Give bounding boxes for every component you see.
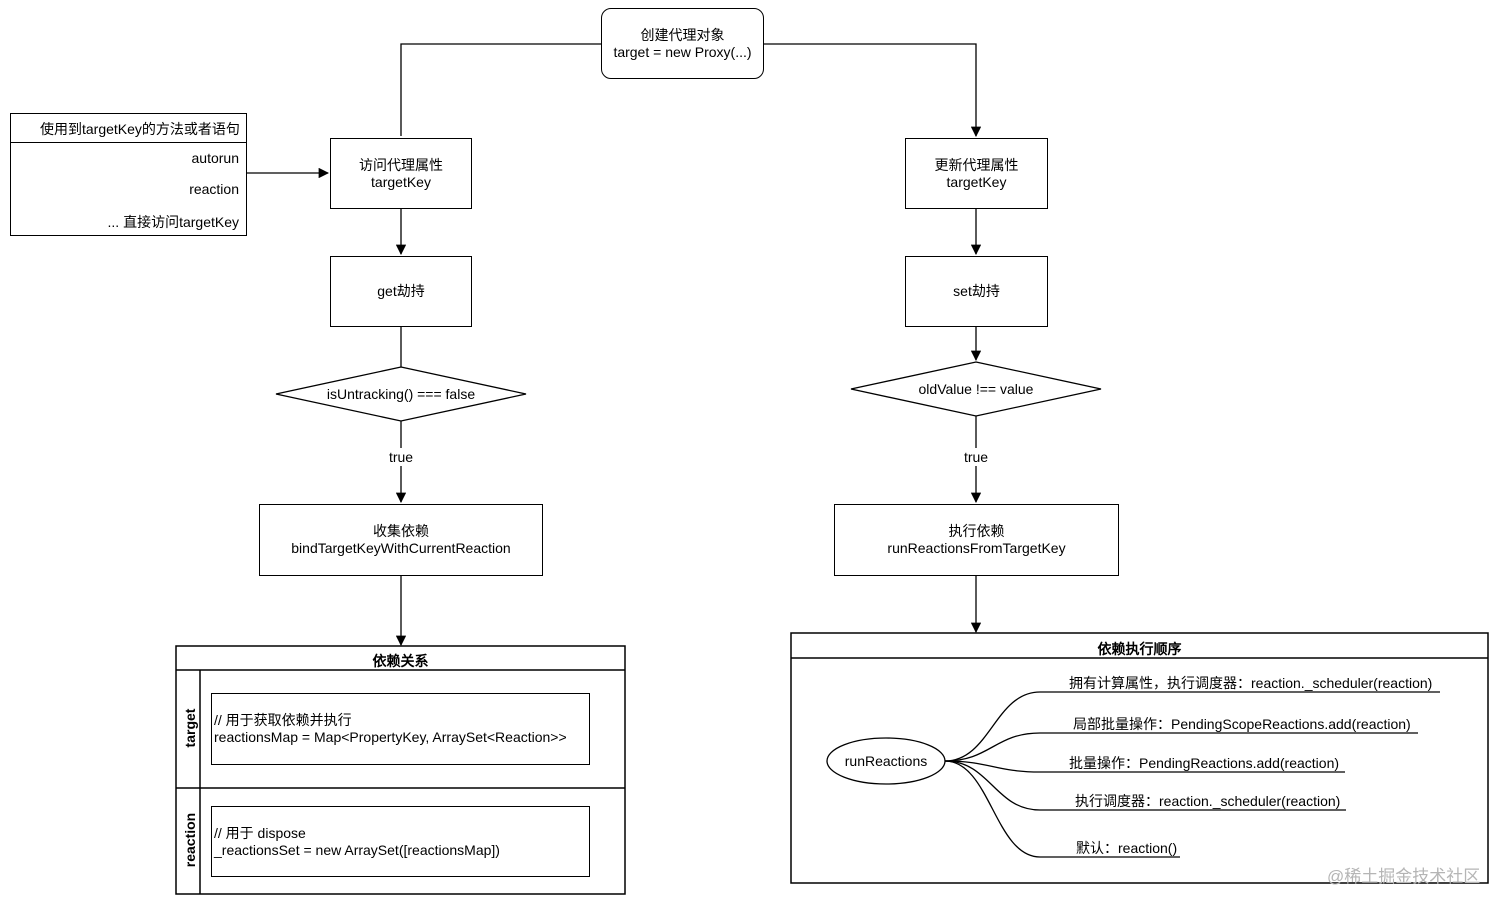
watermark-text: @稀土掘金技术社区 — [1327, 867, 1481, 886]
create-proxy-node: 创建代理对象 target = new Proxy(...) — [601, 8, 764, 79]
update-property-title: 更新代理属性 — [934, 156, 1019, 173]
lane-reaction-box: // 用于 dispose _reactionsSet = new ArrayS… — [211, 806, 590, 877]
lane-label-reaction: reaction — [182, 812, 198, 868]
access-property-node: 访问代理属性 targetKey — [330, 138, 472, 209]
usage-sidebar-divider — [10, 142, 247, 143]
branch-curve-3 — [944, 760, 1345, 773]
set-hijack-label: set劫持 — [953, 283, 1000, 299]
edge-label-true-left: true — [376, 449, 426, 466]
dependency-frame — [175, 645, 626, 895]
lane-reaction-comment: // 用于 dispose — [214, 824, 306, 841]
edge-top-to-access — [400, 43, 601, 136]
lane-target-code: reactionsMap = Map<PropertyKey, ArraySet… — [214, 729, 567, 745]
run-dependency-fn: runReactionsFromTargetKey — [887, 540, 1066, 556]
order-branch-computed: 拥有计算属性，执行调度器：reaction._scheduler(reactio… — [1069, 675, 1433, 691]
usage-sidebar — [10, 113, 247, 236]
condition-left-label: isUntracking() === false — [326, 386, 476, 402]
order-frame — [790, 632, 1489, 884]
set-hijack-node: set劫持 — [905, 256, 1048, 327]
run-dependency-node: 执行依赖 runReactionsFromTargetKey — [834, 504, 1119, 576]
order-branch-default: 默认：reaction() — [1076, 840, 1178, 856]
create-proxy-code: target = new Proxy(...) — [613, 43, 752, 60]
branch-curve-1 — [944, 691, 1440, 762]
usage-sidebar-title: 使用到targetKey的方法或者语句 — [40, 121, 240, 137]
sidebar-item-autorun: autorun — [191, 150, 239, 166]
sidebar-item-reaction: reaction — [189, 181, 239, 197]
collect-dependency-node: 收集依赖 bindTargetKeyWithCurrentReaction — [259, 504, 543, 576]
sidebar-item-direct-access: ... 直接访问targetKey — [107, 214, 239, 230]
get-hijack-node: get劫持 — [330, 256, 472, 327]
order-branch-scope-batch: 局部批量操作：PendingScopeReactions.add(reactio… — [1073, 716, 1411, 732]
branch-curve-4 — [944, 760, 1346, 811]
dependency-title: 依赖关系 — [372, 653, 429, 669]
condition-right-label: oldValue !== value — [918, 381, 1034, 397]
order-branch-scheduler: 执行调度器：reaction._scheduler(reaction) — [1075, 793, 1341, 809]
branch-curve-5 — [944, 760, 1180, 858]
lane-reaction-code: _reactionsSet = new ArraySet([reactionsM… — [214, 841, 500, 858]
order-title: 依赖执行顺序 — [1097, 641, 1182, 657]
collect-dependency-fn: bindTargetKeyWithCurrentReaction — [291, 540, 511, 556]
branch-curve-2 — [944, 732, 1418, 762]
access-property-key: targetKey — [371, 173, 431, 190]
get-hijack-label: get劫持 — [377, 283, 425, 299]
edge-top-to-update — [764, 43, 982, 138]
access-property-title: 访问代理属性 — [359, 156, 443, 173]
collect-dependency-title: 收集依赖 — [373, 523, 429, 539]
lane-target-comment: // 用于获取依赖并执行 — [214, 712, 352, 728]
update-property-node: 更新代理属性 targetKey — [905, 138, 1048, 209]
create-proxy-title: 创建代理对象 — [640, 26, 725, 43]
update-property-key: targetKey — [946, 173, 1007, 190]
edge-label-true-right: true — [951, 449, 1001, 466]
lane-target-box: // 用于获取依赖并执行 reactionsMap = Map<Property… — [211, 693, 590, 765]
order-branch-batch: 批量操作：PendingReactions.add(reaction) — [1069, 755, 1340, 771]
run-reactions-label: runReactions — [844, 753, 928, 769]
lane-label-target: target — [182, 708, 198, 748]
run-dependency-title: 执行依赖 — [948, 523, 1005, 539]
